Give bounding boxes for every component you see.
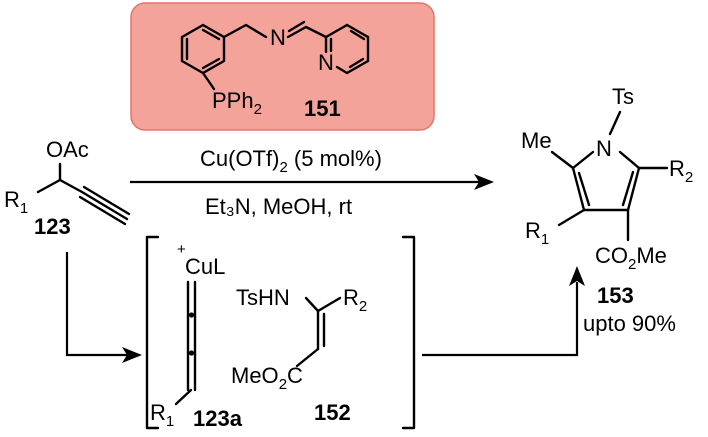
enamine-tshn-label: TsHN [236, 285, 290, 310]
catalyst-highlight-box [130, 2, 435, 131]
catalyst-151: N N PPh2 151 [130, 2, 435, 131]
product-r2-label: R2 [669, 156, 693, 186]
allene-carbon-dot-1 [188, 312, 195, 318]
product-ts-label: Ts [612, 84, 634, 109]
product-r1-label: R1 [525, 218, 549, 248]
product-me-label: Me [521, 128, 552, 153]
catalyst-imine-n: N [270, 25, 286, 50]
product-n-label: N [596, 136, 612, 161]
product-compound-number: 153 [597, 283, 634, 308]
sm-r1-label: R1 [4, 187, 28, 217]
enamine-ester-label: MeO2C [231, 363, 303, 393]
allene-carbon-dot-2 [188, 350, 195, 356]
catalyst-phosphine-label: PPh2 [212, 88, 262, 118]
sm-alkyne [78, 185, 131, 226]
allenyl-r1-label: R1 [150, 400, 174, 430]
catalyst-pyridine-ring [324, 23, 370, 75]
lower-arrow-to-intermediates [65, 252, 142, 363]
starting-material-123: OAc R1 123 [4, 137, 131, 239]
allenyl-cul-label: CuL [185, 254, 225, 279]
lower-arrow-to-product [422, 266, 585, 357]
intermediates-bracket-left [145, 235, 160, 430]
enamine-r2-label: R2 [343, 285, 367, 315]
conditions-line-1: Cu(OTf)2 (5 mol%) [200, 146, 382, 176]
allenyl-charge: + [177, 241, 186, 258]
catalyst-imine-chain [222, 20, 328, 39]
catalyst-compound-number: 151 [304, 96, 341, 121]
sm-compound-number: 123 [34, 214, 71, 239]
catalyst-pyridine-n: N [318, 50, 334, 75]
allenyl-compound-number: 123a [193, 406, 243, 431]
product-pyrrole-ring [571, 150, 641, 212]
sm-oac-label: OAc [46, 137, 89, 162]
intermediates-bracket-right [401, 235, 416, 430]
product-153: Ts N Me R2 R1 CO2Me 153 upto 90% [521, 84, 693, 336]
intermediate-152: TsHN R2 MeO2C 152 [231, 285, 367, 425]
product-ester-label: CO2Me [595, 243, 667, 273]
intermediate-123a: + CuL R1 123a [150, 241, 243, 431]
enamine-compound-number: 152 [314, 400, 351, 425]
product-yield: upto 90% [583, 311, 676, 336]
conditions-line-2: Et₃N, MeOH, rt [205, 194, 352, 219]
main-reaction-arrow [130, 174, 494, 190]
